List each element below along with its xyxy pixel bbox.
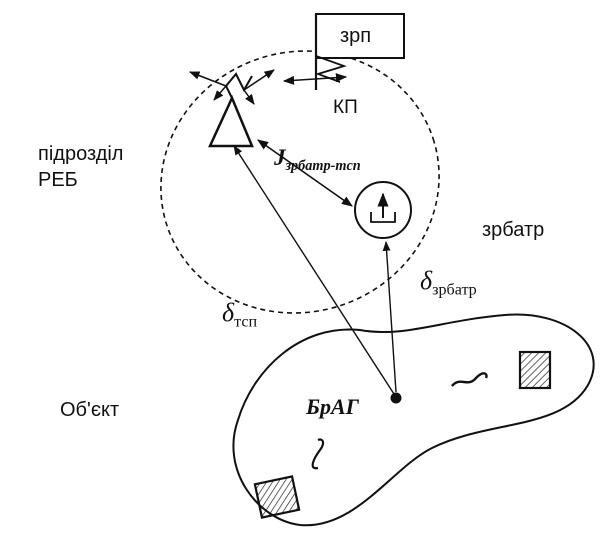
unit-label-line2: РЕБ <box>38 169 78 191</box>
unit-label-line1: підрозділ <box>38 143 124 165</box>
jammer-station-icon <box>189 69 275 148</box>
target-squiggle-icon <box>311 438 325 470</box>
delta-tsp-label: δтсп <box>222 298 258 331</box>
zrp-label: зрп <box>340 25 372 47</box>
radar-station-icon <box>354 181 412 239</box>
hatched-square-icon <box>518 350 552 390</box>
delta-zrbatr-arrow <box>382 241 397 393</box>
air-defense-zone-ellipse <box>160 50 440 314</box>
kp-link-arrow <box>282 73 348 85</box>
hatched-square-icon <box>253 475 301 519</box>
braig-label: БрАГ <box>306 394 359 419</box>
j-link-arrow <box>257 139 353 207</box>
delta-zrbatr-label: δзрбатр <box>420 266 477 299</box>
target-point <box>390 392 402 404</box>
target-squiggle-icon <box>451 372 488 387</box>
flag-icon <box>314 13 405 90</box>
delta-tsp-arrow <box>233 145 395 395</box>
j-label: Jзрбатр-тсп <box>274 145 361 174</box>
object-label: Об'єкт <box>60 399 120 421</box>
zrbatr-label: зрбатр <box>482 219 545 241</box>
kp-label: КП <box>333 97 358 118</box>
object-area-outline <box>232 313 595 527</box>
